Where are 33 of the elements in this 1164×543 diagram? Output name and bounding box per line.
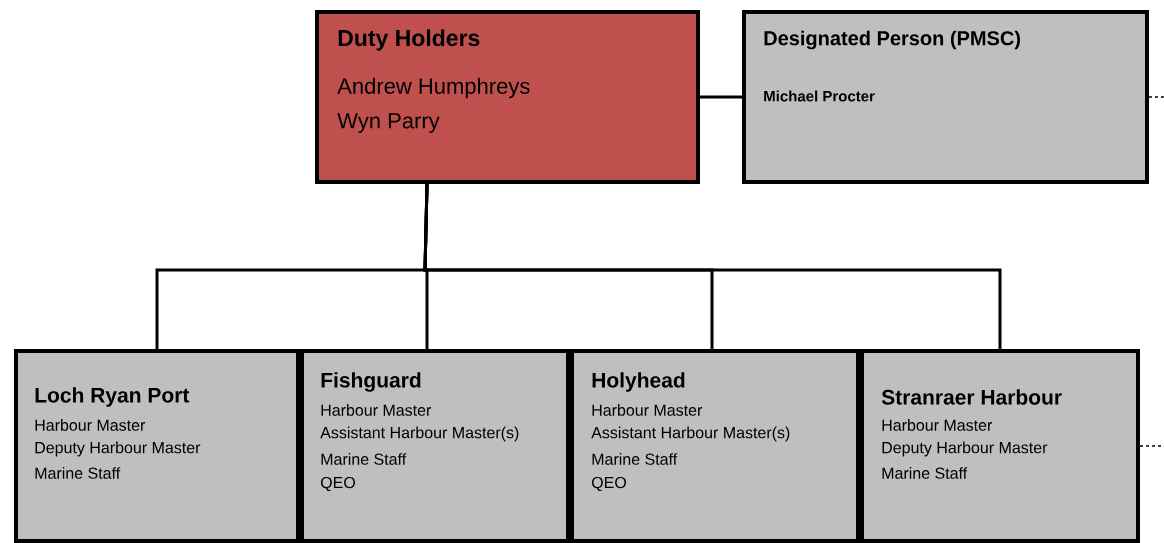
box-text: Harbour Master	[882, 419, 993, 431]
box-heading: Fishguard	[321, 372, 421, 392]
org-box	[570, 349, 860, 543]
org-box	[315, 10, 700, 184]
box-heading: Designated Person (PMSC)	[764, 30, 1020, 50]
box-heading: Stranraer Harbour	[881, 389, 1062, 405]
connector-line	[1148, 96, 1164, 98]
box-text: Marine Staff	[321, 453, 407, 465]
connector-line	[423, 183, 1002, 349]
box-text: Harbour Master	[321, 404, 432, 416]
box-text: Marine Staff	[592, 453, 678, 465]
box-heading: Holyhead	[592, 372, 685, 392]
connector-line	[1139, 445, 1164, 447]
person-name: Michael Procter	[764, 90, 875, 102]
box-text: Harbour Master	[35, 419, 146, 431]
org-box	[742, 10, 1149, 184]
box-text: Andrew Humphreys	[337, 77, 530, 99]
box-text: Assistant Harbour Master(s)	[591, 426, 790, 442]
connector-line	[700, 95, 742, 99]
box-text: Marine Staff	[882, 467, 968, 479]
box-heading: Duty Holders	[338, 29, 480, 51]
box-text: Marine Staff	[35, 467, 121, 479]
org-box	[300, 349, 570, 543]
org-box	[14, 349, 300, 543]
org-box	[860, 349, 1140, 543]
box-text: Deputy Harbour Master	[35, 441, 201, 457]
box-text: Assistant Harbour Master(s)	[320, 426, 519, 442]
box-text: QEO	[591, 476, 626, 492]
box-text: Wyn Parry	[337, 113, 440, 133]
box-text: QEO	[320, 476, 355, 492]
box-heading: Loch Ryan Port	[35, 387, 190, 407]
box-text: Deputy Harbour Master	[882, 441, 1048, 457]
box-text: Harbour Master	[592, 404, 703, 416]
